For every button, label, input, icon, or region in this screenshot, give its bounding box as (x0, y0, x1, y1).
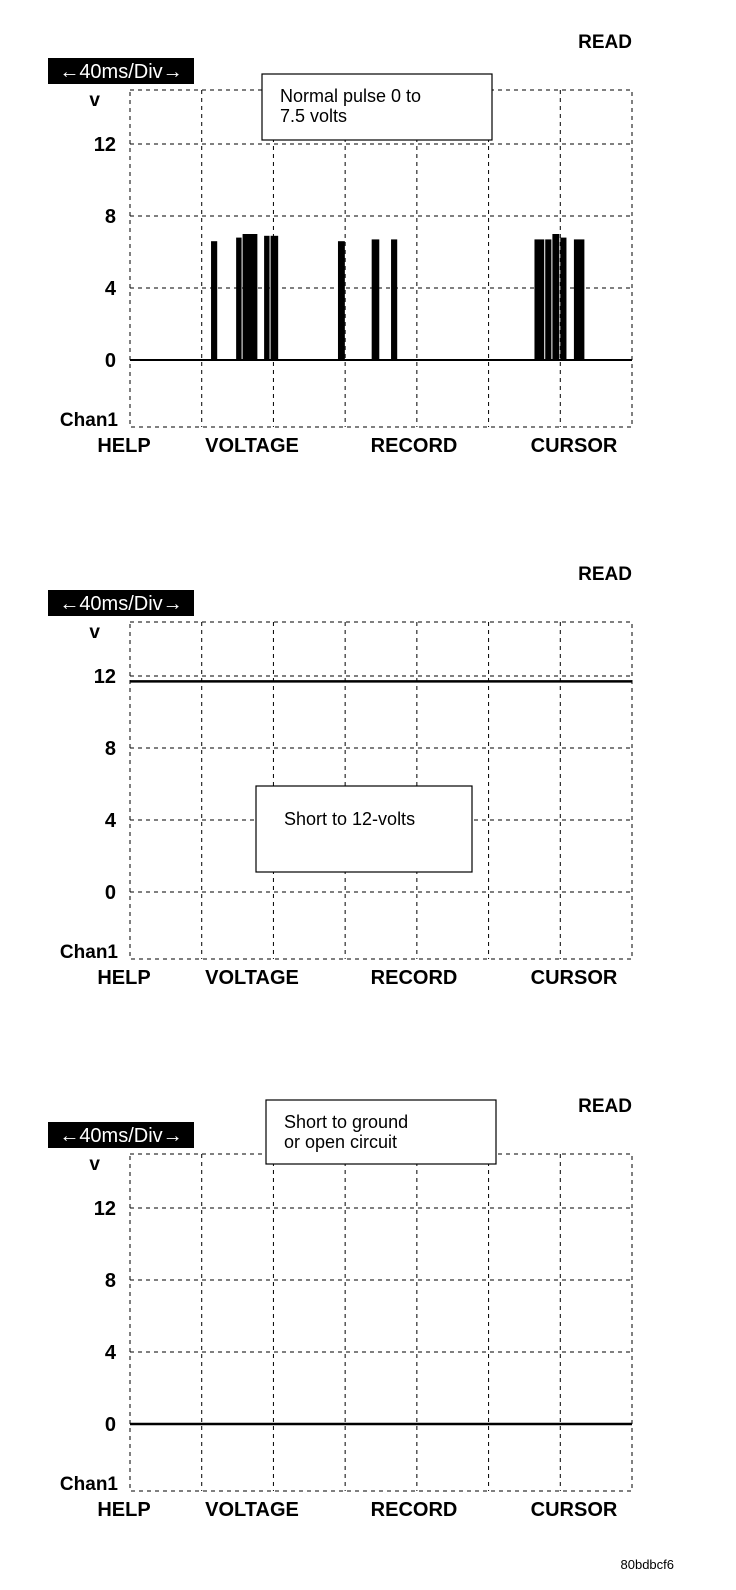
softkey-voltage: VOLTAGE (205, 1499, 299, 1521)
y-tick-label: 0 (105, 350, 116, 372)
softkey-cursor: CURSOR (531, 435, 618, 457)
pulse-bar (270, 235, 279, 360)
annotation-box (261, 73, 493, 141)
pulse-bar (211, 241, 218, 360)
timebase-badge[interactable] (48, 1122, 194, 1148)
y-tick-label: 0 (105, 882, 116, 904)
pulse-bar (573, 239, 585, 360)
y-axis-label: v (89, 1154, 100, 1175)
pulse-bar (552, 234, 560, 360)
pulse-bar (545, 239, 552, 360)
y-axis-label: v (89, 90, 100, 111)
y-tick-label: 4 (105, 278, 117, 300)
softkey-voltage: VOLTAGE (205, 435, 299, 457)
y-axis-label: v (89, 622, 100, 643)
softkey-cursor: CURSOR (531, 1499, 618, 1521)
softkey-record: RECORD (371, 1499, 458, 1521)
timebase-label: ←40ms/Div→ (59, 593, 182, 615)
channel-label: Chan1 (60, 410, 119, 431)
timebase-label: ←40ms/Div→ (59, 1125, 182, 1147)
timebase-badge[interactable] (48, 58, 194, 84)
y-tick-label: 8 (105, 1270, 116, 1292)
softkey-record: RECORD (371, 967, 458, 989)
softkey-voltage: VOLTAGE (205, 967, 299, 989)
y-tick-label: 4 (105, 810, 117, 832)
annotation-box (255, 785, 473, 873)
figure-id: 80bdbcf6 (620, 1557, 675, 1572)
timebase-label: ←40ms/Div→ (59, 61, 182, 83)
grid-border (129, 621, 633, 960)
annotation-line: Short to 12-volts (284, 809, 415, 829)
mode-label: READ (578, 32, 632, 53)
pulse-bar (264, 235, 270, 360)
y-tick-label: 8 (105, 738, 116, 760)
grid-border (129, 1153, 633, 1492)
pulse-bar (337, 241, 345, 360)
softkey-help: HELP (97, 435, 150, 457)
softkey-cursor: CURSOR (531, 967, 618, 989)
channel-label: Chan1 (60, 1474, 119, 1495)
y-tick-label: 12 (94, 666, 116, 688)
channel-label: Chan1 (60, 942, 119, 963)
softkey-help: HELP (97, 967, 150, 989)
pulse-bar (560, 237, 567, 360)
annotation-box (265, 1099, 497, 1165)
pulse-bar (391, 239, 398, 360)
mode-label: READ (578, 1096, 632, 1117)
pulse-bar (242, 234, 258, 360)
annotation-line: Normal pulse 0 to (280, 86, 421, 106)
pulse-bar (534, 239, 545, 360)
annotation-line: Short to ground (284, 1112, 408, 1132)
y-tick-label: 8 (105, 206, 116, 228)
y-tick-label: 12 (94, 134, 116, 156)
pulse-bar (236, 237, 242, 360)
y-tick-label: 4 (105, 1342, 117, 1364)
timebase-badge[interactable] (48, 590, 194, 616)
softkey-record: RECORD (371, 435, 458, 457)
y-tick-label: 12 (94, 1198, 116, 1220)
annotation-line: or open circuit (284, 1132, 397, 1152)
annotation-line: 7.5 volts (280, 106, 347, 126)
pulse-bar (371, 239, 380, 360)
mode-label: READ (578, 564, 632, 585)
softkey-help: HELP (97, 1499, 150, 1521)
y-tick-label: 0 (105, 1414, 116, 1436)
